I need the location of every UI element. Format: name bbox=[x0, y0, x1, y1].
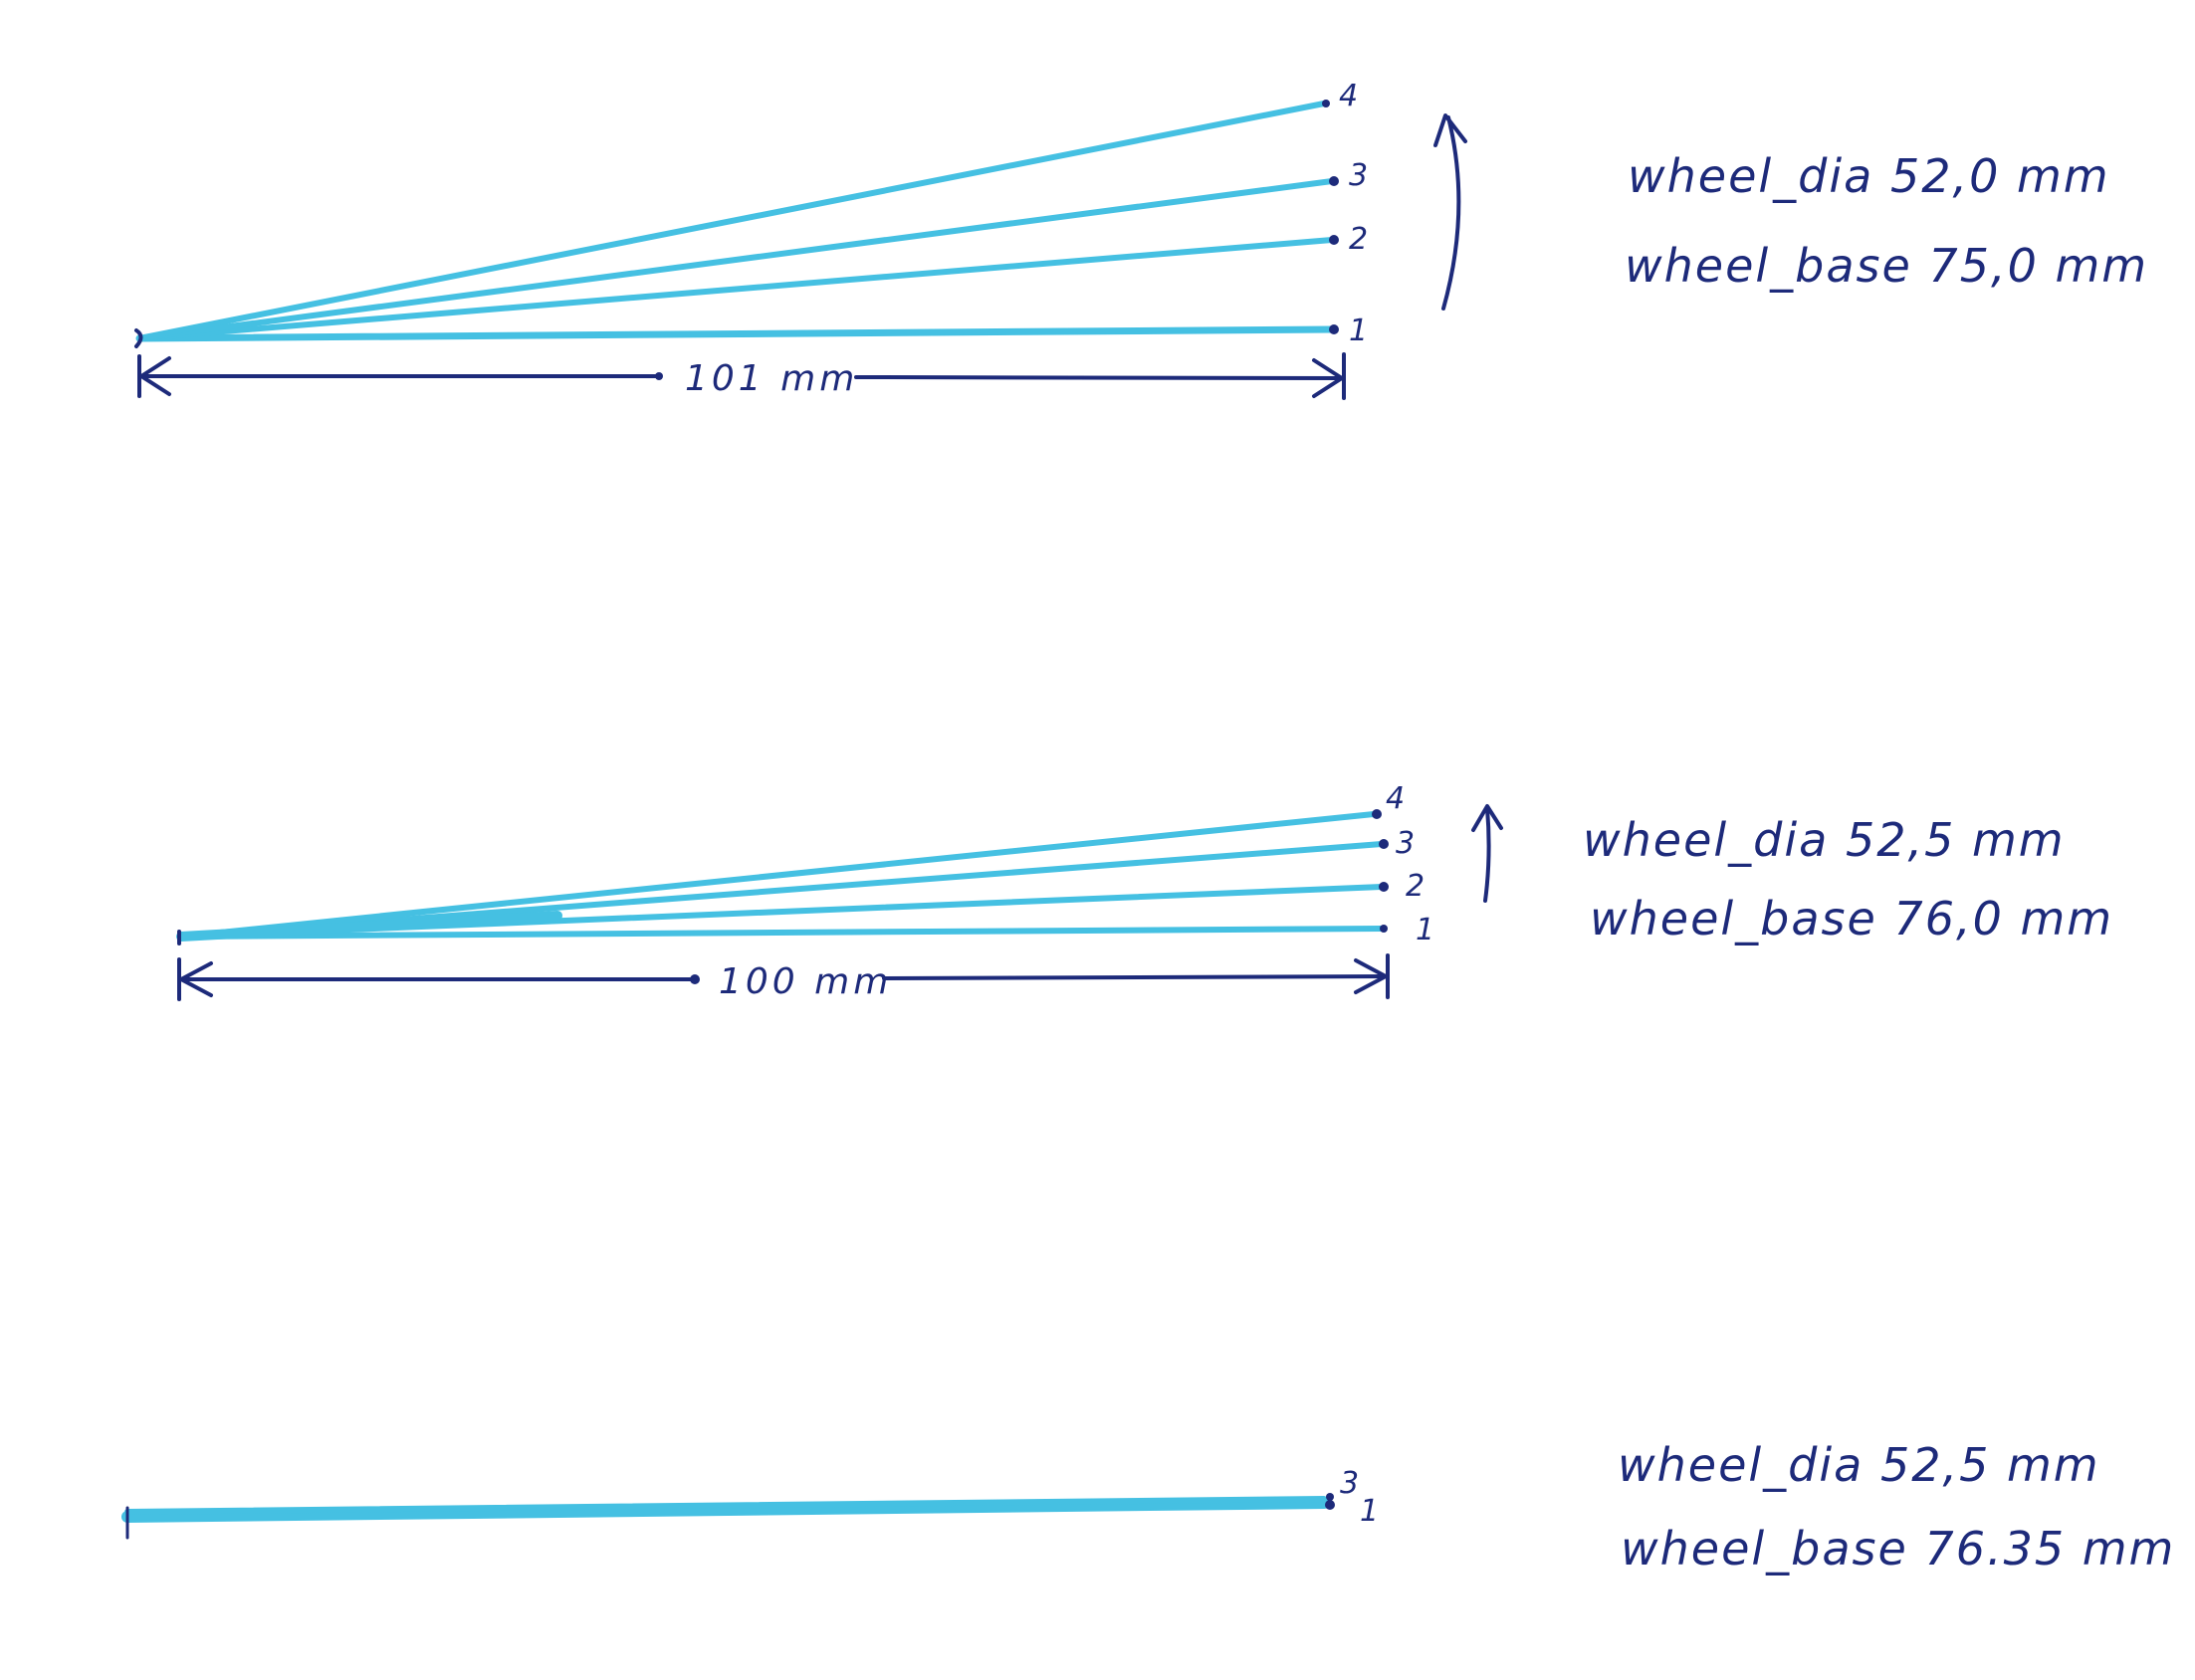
trajectory-line-2 bbox=[136, 237, 1335, 341]
endpoint-dot-2 bbox=[1379, 882, 1389, 892]
trajectory-line-1 bbox=[135, 325, 1336, 342]
panel-3: 3 1 wheel_dia 52,5 mm wheel_base 76.35 m… bbox=[121, 1438, 2175, 1575]
wheel-dia-note: wheel_dia 52,0 mm bbox=[1628, 149, 2110, 203]
point-label-3: 3 bbox=[1340, 1466, 1359, 1501]
wheel-base-note: wheel_base 76.35 mm bbox=[1621, 1522, 2175, 1575]
motion-arrow bbox=[1471, 804, 1503, 903]
point-label-3: 3 bbox=[1396, 826, 1415, 861]
wheel-base-note: wheel_base 76,0 mm bbox=[1590, 892, 2113, 945]
trajectory-line-4 bbox=[178, 811, 1377, 940]
panel-1: 1 2 3 4 101 mm wheel_dia 52,0 mm wheel_b… bbox=[134, 79, 2148, 400]
trajectory-line-4 bbox=[136, 101, 1327, 341]
endpoint-dot-3 bbox=[1326, 1493, 1334, 1501]
point-label-2: 2 bbox=[1349, 222, 1368, 257]
point-label-4: 4 bbox=[1339, 79, 1358, 113]
endpoint-dot-1 bbox=[1380, 925, 1388, 933]
endpoint-dot-3 bbox=[1379, 839, 1389, 849]
trajectory-line-1 bbox=[121, 1497, 1330, 1523]
endpoint-dot-1 bbox=[1329, 324, 1339, 334]
wheel-dia-note: wheel_dia 52,5 mm bbox=[1583, 813, 2066, 867]
start-marker bbox=[134, 328, 143, 348]
point-label-1: 1 bbox=[1360, 1494, 1379, 1529]
distance-label: 100 mm bbox=[719, 961, 892, 1002]
endpoint-dot-2 bbox=[1329, 235, 1339, 245]
point-label-1: 1 bbox=[1416, 913, 1434, 947]
point-label-2: 2 bbox=[1406, 869, 1425, 904]
trajectory-line-3 bbox=[124, 1496, 1327, 1515]
endpoint-dot-4 bbox=[1322, 100, 1330, 107]
motion-arrow bbox=[1433, 113, 1467, 311]
distance-label: 101 mm bbox=[685, 358, 858, 399]
panel-2: 1 2 3 4 100 mm wheel_dia 52,5 mm wheel_b… bbox=[176, 781, 2113, 1002]
trajectory-overlap bbox=[176, 911, 562, 942]
wheel-base-note: wheel_base 75,0 mm bbox=[1625, 239, 2148, 293]
point-label-3: 3 bbox=[1349, 158, 1368, 193]
endpoint-dot-1 bbox=[1325, 1500, 1335, 1510]
trajectory-line-1 bbox=[178, 926, 1385, 940]
dimension-arrow bbox=[137, 352, 1346, 400]
point-label-4: 4 bbox=[1386, 781, 1405, 816]
trajectory-line-3 bbox=[136, 178, 1335, 341]
dimension-arrow bbox=[177, 953, 1390, 1001]
endpoint-dot-4 bbox=[1372, 809, 1382, 819]
point-label-1: 1 bbox=[1349, 314, 1368, 348]
wheel-dia-note: wheel_dia 52,5 mm bbox=[1618, 1438, 2100, 1492]
endpoint-dot-3 bbox=[1329, 176, 1339, 186]
